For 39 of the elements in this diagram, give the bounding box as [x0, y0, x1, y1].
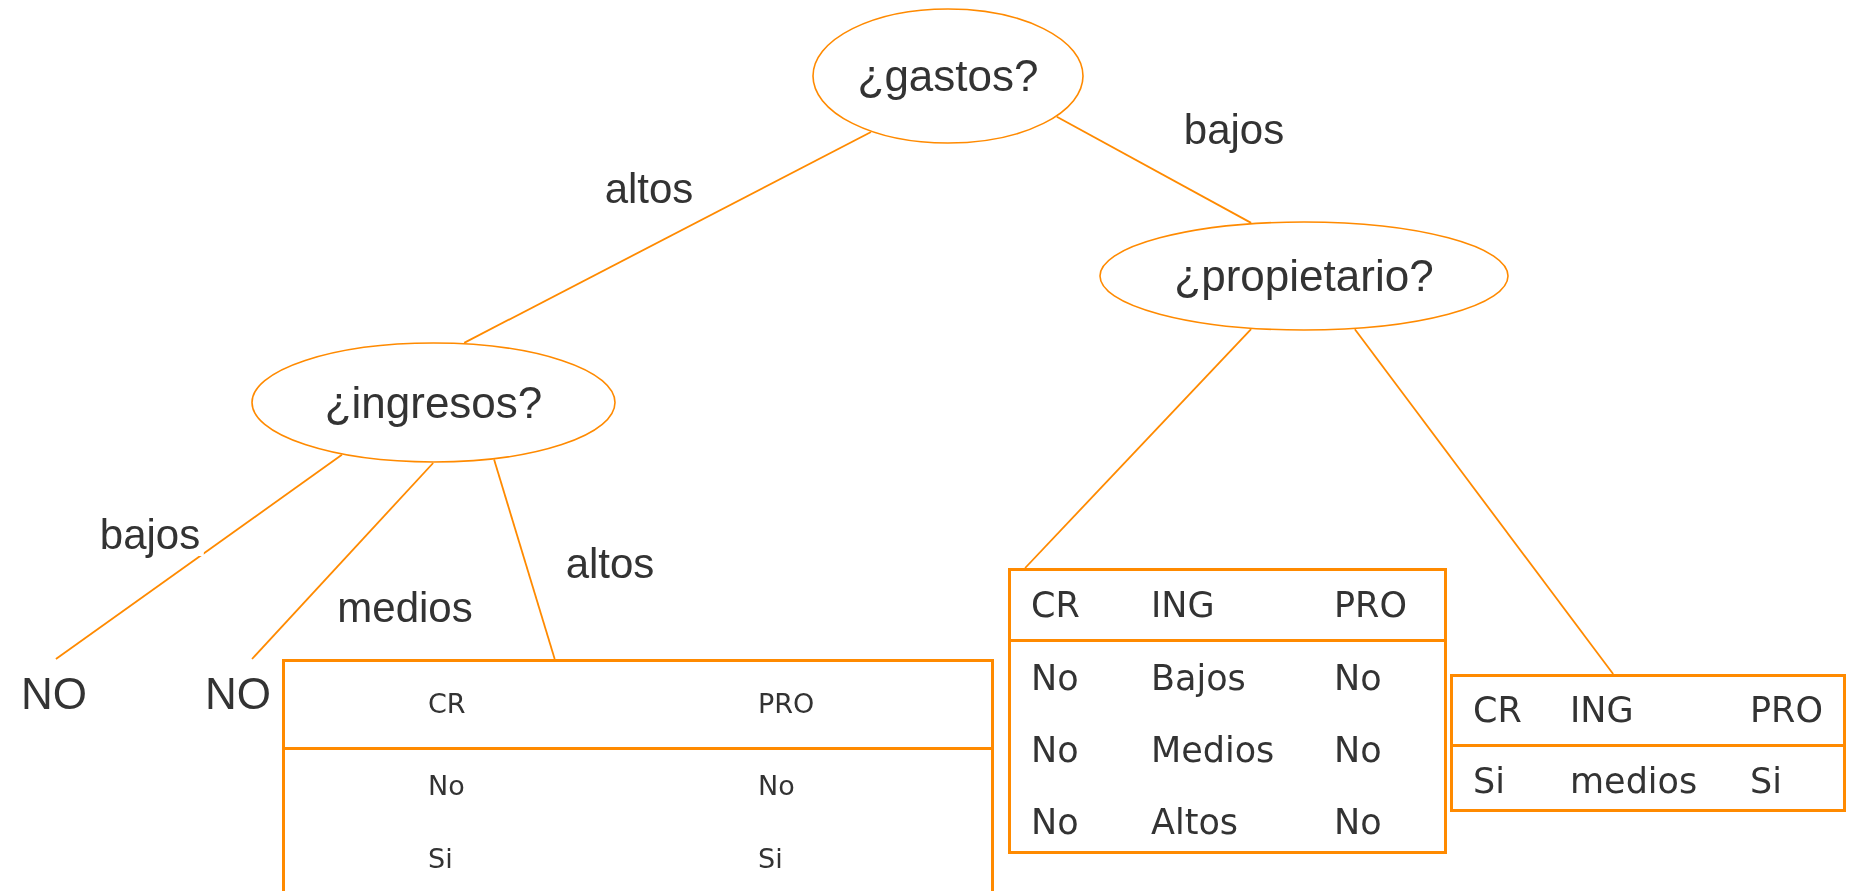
header-cell: PRO	[758, 662, 991, 750]
data-table	[282, 659, 994, 891]
header-cell: ING	[1151, 571, 1334, 642]
table-cell-text: No	[1030, 656, 1080, 700]
branch-line	[1353, 328, 1615, 675]
branch-line	[493, 458, 556, 660]
data-table	[1008, 568, 1447, 854]
table-cell-text: No	[1334, 728, 1383, 772]
branch-line	[1024, 328, 1252, 569]
header-cell: ING	[1570, 677, 1750, 747]
table-cell-text: Altos	[1151, 800, 1240, 844]
header-cell: PRO	[1750, 677, 1843, 747]
table-cell-text: Si	[758, 842, 784, 877]
table-cell-text: Si	[1472, 759, 1506, 803]
header-cell: PRO	[1334, 571, 1444, 642]
question-text: ¿propietario?	[1174, 250, 1434, 302]
header-cell: CR	[1453, 677, 1570, 747]
table-cell-text: Si	[427, 842, 454, 877]
branch-line	[55, 453, 343, 660]
table-cell-text: medios	[1570, 759, 1699, 803]
data-table	[1450, 674, 1846, 812]
table-cell-text: No	[758, 769, 796, 804]
header-cell: CR	[285, 662, 758, 750]
table-cell-text: Medios	[1151, 728, 1276, 772]
question-text: ¿gastos?	[857, 50, 1039, 102]
table-cell-text: No	[1030, 728, 1080, 772]
question-text: ¿ingresos?	[324, 376, 543, 429]
table-cell-text: Si	[1750, 759, 1783, 803]
branch-line	[463, 131, 872, 344]
header-cell: CR	[1011, 571, 1151, 642]
leaf-label: NO	[205, 668, 271, 720]
branch-line	[1055, 115, 1252, 224]
leaf-label: NO	[21, 668, 87, 720]
table-cell-text: Bajos	[1151, 656, 1247, 700]
table-cell-text: No	[1334, 656, 1383, 700]
table-cell-text: No	[427, 769, 466, 804]
branch-line	[251, 462, 435, 660]
table-cell-text: No	[1334, 800, 1383, 844]
table-cell-text: No	[1030, 800, 1080, 844]
